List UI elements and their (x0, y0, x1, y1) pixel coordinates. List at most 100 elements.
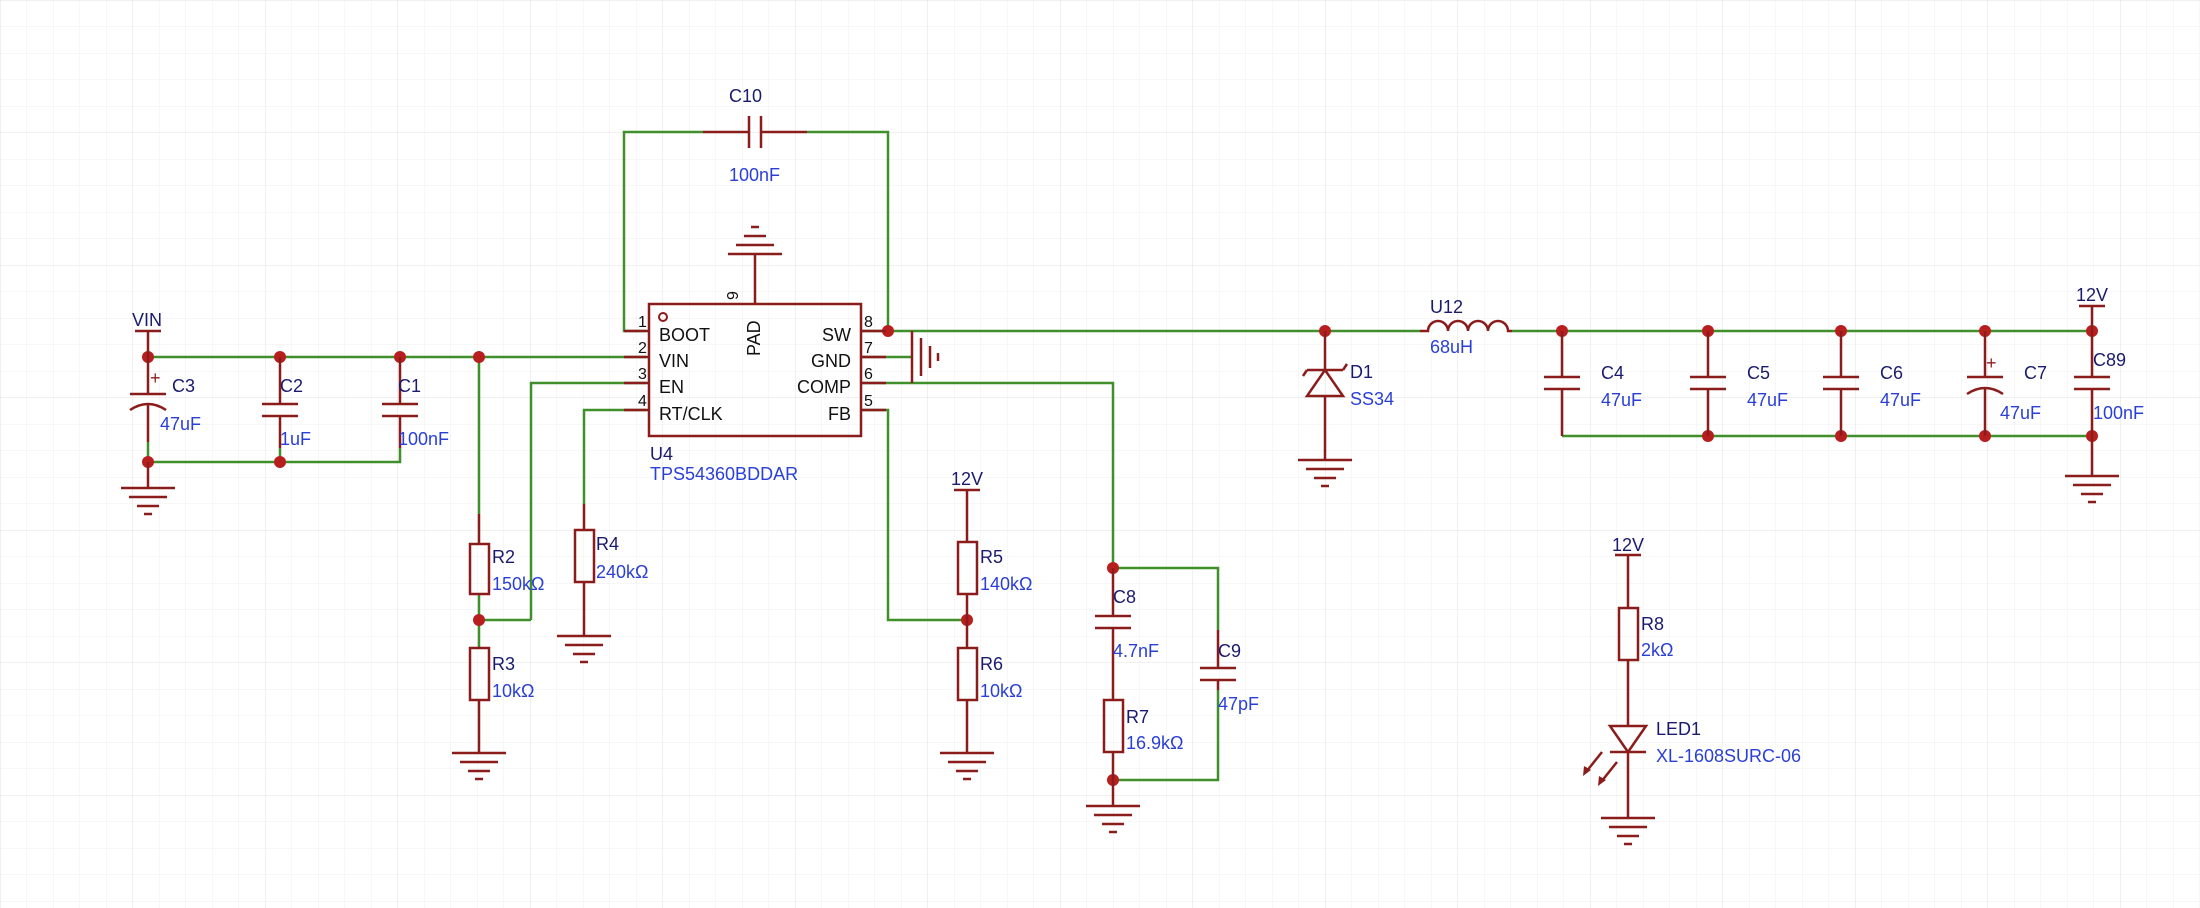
d1-value: SS34 (1350, 389, 1394, 409)
led1-value: XL-1608SURC-06 (1656, 746, 1801, 766)
c5-ref: C5 (1747, 363, 1770, 383)
r5-value: 140kΩ (980, 574, 1033, 594)
resistor-r7[interactable]: R7 16.9kΩ (1102, 698, 1184, 806)
resistor-r3[interactable]: R3 10kΩ (468, 646, 534, 753)
r6-value: 10kΩ (980, 681, 1022, 701)
c8-ref: C8 (1113, 587, 1136, 607)
pin-num-pad: 9 (725, 291, 742, 300)
r7-ref: R7 (1126, 707, 1149, 727)
gnd-c3 (121, 462, 175, 516)
inductor-u12[interactable]: U12 68uH (1420, 297, 1512, 357)
cap-c1[interactable]: C1 100nF (382, 357, 449, 449)
c3-value: 47uF (160, 414, 201, 434)
u12-ref: U12 (1430, 297, 1463, 317)
power-port-12v-out[interactable]: 12V (2076, 285, 2108, 331)
cap-c4[interactable]: C4 47uF (1544, 331, 1642, 436)
pin-num: 7 (864, 340, 873, 357)
c89-ref: C89 (2093, 350, 2126, 370)
c3-ref: C3 (172, 376, 195, 396)
c5-value: 47uF (1747, 390, 1788, 410)
resistor-r4[interactable]: R4 240kΩ (573, 504, 649, 636)
cap-c9[interactable]: C9 47pF (1200, 630, 1259, 714)
pin-num: 6 (864, 366, 873, 383)
c10-value: 100nF (729, 165, 780, 185)
c3-plus: + (150, 368, 161, 388)
cap-c2[interactable]: C2 1uF (262, 357, 311, 449)
junction (473, 351, 485, 363)
ic-designator: U4 (650, 444, 673, 464)
gnd-r6 (940, 751, 994, 781)
gnd-pad (728, 225, 782, 256)
ic-u4[interactable]: 1 2 3 4 8 7 6 5 BOOT VIN EN RT/CLK SW GN… (624, 254, 886, 484)
power-port-12v-r8[interactable]: 12V (1612, 535, 1644, 608)
junction (473, 614, 485, 626)
c6-value: 47uF (1880, 390, 1921, 410)
c1-value: 100nF (398, 429, 449, 449)
c2-value: 1uF (280, 429, 311, 449)
c8-value: 4.7nF (1113, 641, 1159, 661)
pin-name: FB (828, 404, 851, 424)
c2-ref: C2 (280, 376, 303, 396)
c10-ref: C10 (729, 86, 762, 106)
power-port-vin[interactable]: VIN (132, 310, 162, 357)
c7-ref: C7 (2024, 363, 2047, 383)
r7-value: 16.9kΩ (1126, 733, 1184, 753)
diode-d1[interactable]: D1 SS34 (1301, 331, 1394, 460)
pin-name: COMP (797, 377, 851, 397)
c1-ref: C1 (398, 376, 421, 396)
pin-name: RT/CLK (659, 404, 723, 424)
gnd-c89 (2065, 474, 2119, 504)
c7-value: 47uF (2000, 403, 2041, 423)
pin-num: 4 (638, 393, 647, 410)
resistor-r6[interactable]: R6 10kΩ (956, 646, 1022, 753)
12v-out-label: 12V (2076, 285, 2108, 305)
cap-c89[interactable]: C89 100nF (2074, 331, 2144, 476)
gnd-r3 (452, 751, 506, 781)
gnd-pin7 (910, 331, 940, 383)
d1-ref: D1 (1350, 362, 1373, 382)
r8-value: 2kΩ (1641, 640, 1673, 660)
power-port-12v-r5[interactable]: 12V (951, 469, 983, 542)
pin-name: SW (822, 325, 851, 345)
pin1-marker (658, 312, 668, 322)
junction (882, 325, 894, 337)
led1-ref: LED1 (1656, 719, 1701, 739)
pin-num: 2 (638, 340, 647, 357)
r2-ref: R2 (492, 547, 515, 567)
led-led1[interactable]: LED1 XL-1608SURC-06 (1583, 719, 1801, 818)
pin-num: 3 (638, 366, 647, 383)
pin-num: 8 (864, 314, 873, 331)
cap-c3[interactable]: + C3 47uF (129, 357, 201, 442)
r5-ref: R5 (980, 547, 1003, 567)
r3-value: 10kΩ (492, 681, 534, 701)
pin-name: EN (659, 377, 684, 397)
led-emission-arrow (1598, 776, 1606, 786)
r6-ref: R6 (980, 654, 1003, 674)
cap-c10[interactable]: C10 100nF (703, 86, 807, 185)
gnd-r7 (1086, 804, 1140, 834)
r3-ref: R3 (492, 654, 515, 674)
led-emission-arrow (1583, 766, 1591, 776)
cap-c7[interactable]: + C7 47uF (1966, 331, 2047, 436)
r2-value: 150kΩ (492, 574, 545, 594)
cap-c6[interactable]: C6 47uF (1823, 331, 1921, 436)
wire-input-gnd-rail (148, 448, 402, 464)
u12-value: 68uH (1430, 337, 1473, 357)
resistor-r2[interactable]: R2 150kΩ (468, 514, 545, 596)
c4-ref: C4 (1601, 363, 1624, 383)
ic-part-number: TPS54360BDDAR (650, 464, 798, 484)
cap-c8[interactable]: C8 4.7nF (1095, 568, 1159, 700)
c89-value: 100nF (2093, 403, 2144, 423)
c7-plus: + (1986, 353, 1997, 373)
gnd-r4 (557, 634, 611, 664)
wire-en (529, 381, 646, 620)
resistor-r5[interactable]: R5 140kΩ (956, 540, 1033, 648)
junction (274, 456, 286, 468)
c9-ref: C9 (1218, 641, 1241, 661)
cap-c5[interactable]: C5 47uF (1690, 331, 1788, 436)
resistor-r8[interactable]: R8 2kΩ (1617, 606, 1673, 726)
r4-ref: R4 (596, 534, 619, 554)
pin-name: GND (811, 351, 851, 371)
